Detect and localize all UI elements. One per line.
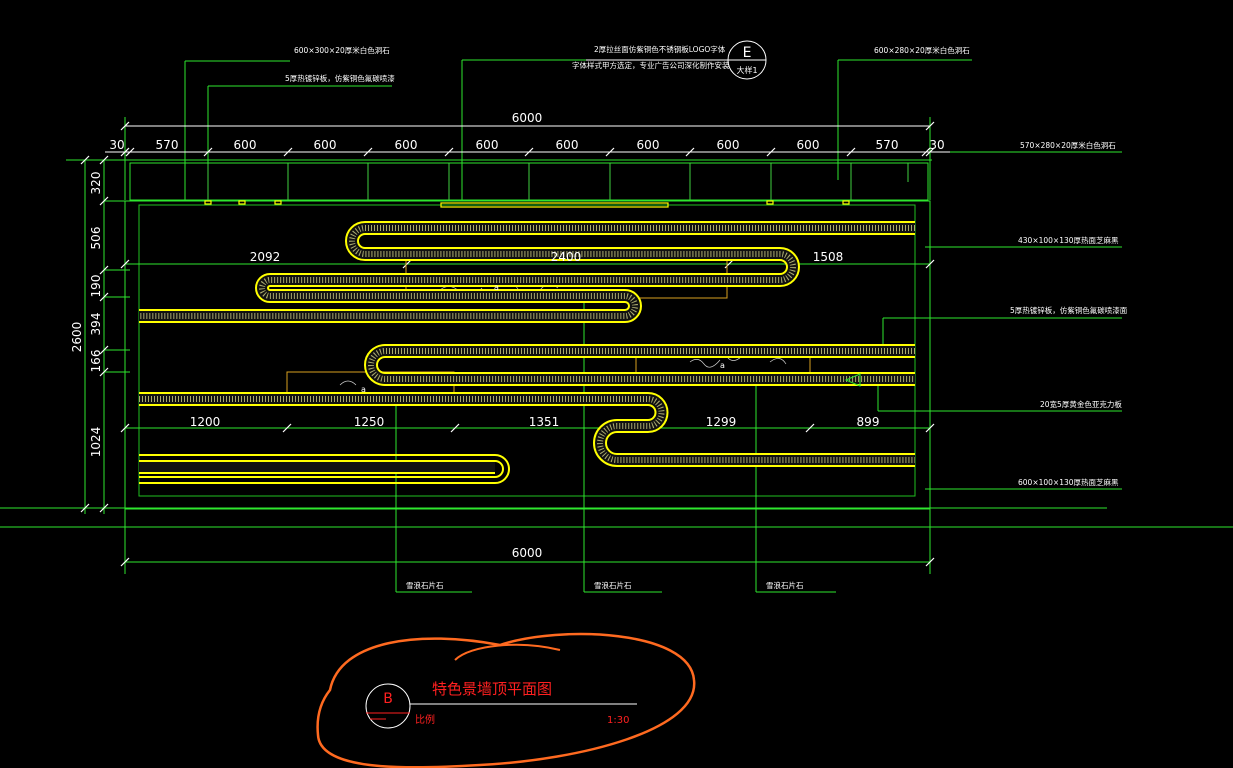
- dim-top-seg: 600: [314, 138, 337, 152]
- top-dimension-lines: [105, 125, 950, 153]
- label-logo-line1: 2厚拉丝面仿紫铜色不锈钢板LOGO字体: [594, 44, 726, 54]
- dim-top-seg: 30: [929, 138, 944, 152]
- dim-row2: 1250: [354, 415, 385, 429]
- label-r4: 20宽5厚黄金色亚克力板: [1040, 399, 1122, 409]
- label-r2: 430×100×130厚热面芝麻黑: [1018, 235, 1119, 245]
- dim-row2: 899: [857, 415, 880, 429]
- dim-top-seg: 600: [395, 138, 418, 152]
- dim-bottom-total: 6000: [512, 546, 543, 560]
- outline-geometry: [0, 59, 1233, 593]
- title-bubble: [365, 683, 411, 729]
- dim-top-seg: 570: [156, 138, 179, 152]
- label-r3: 5厚热镀锌板，仿紫铜色氟碳喷漆面: [1010, 305, 1128, 315]
- dim-top-total: 6000: [512, 111, 543, 125]
- stone-mark: a: [720, 361, 725, 370]
- label-left-stone: 600×300×20厚米白色洞石: [294, 45, 390, 55]
- ref-bubble-letter: E: [743, 45, 752, 61]
- drawing-title: 特色景墙顶平面图: [432, 680, 552, 698]
- acrylic-marker: [844, 373, 861, 387]
- dim-top-seg: 570: [876, 138, 899, 152]
- dim-row1: 2092: [250, 250, 281, 264]
- serpentine-bands: [139, 221, 915, 484]
- coping-joints: [207, 163, 909, 200]
- dim-row1: 2400: [551, 250, 582, 264]
- dim-left-seg: 506: [89, 227, 103, 250]
- dim-top-seg: 30: [109, 138, 124, 152]
- dim-left-seg: 320: [89, 172, 103, 195]
- label-b2: 雪浪石片石: [594, 580, 632, 590]
- scale-label: 比例: [415, 713, 435, 726]
- title-letter: B: [383, 691, 393, 707]
- title-block: B 特色景墙顶平面图 比例 1:30: [316, 632, 696, 768]
- dim-left-seg: 394: [89, 313, 103, 336]
- dim-row1: 1508: [813, 250, 844, 264]
- dim-row2: 1351: [529, 415, 560, 429]
- dim-top-seg: 600: [556, 138, 579, 152]
- logo-plate: [204, 200, 850, 208]
- label-r1: 570×280×20厚米白色洞石: [1020, 140, 1116, 150]
- dim-top-seg: 600: [717, 138, 740, 152]
- stone-mark: a: [494, 283, 499, 292]
- label-left-plate: 5厚热镀锌板，仿紫铜色氟碳喷漆: [285, 73, 395, 83]
- dim-top-seg: 600: [476, 138, 499, 152]
- dim-top-seg: 600: [234, 138, 257, 152]
- dim-row2: 1299: [706, 415, 737, 429]
- ref-bubble-sheet: 大样1: [736, 65, 757, 75]
- dim-left-total: 2600: [70, 322, 84, 353]
- label-logo-line2: 字体样式甲方选定，专业广告公司深化制作安装: [572, 60, 730, 70]
- dim-left-seg: 190: [89, 275, 103, 298]
- ref-bubble-e[interactable]: E 大样1: [727, 40, 767, 80]
- label-right-stone: 600×280×20厚米白色洞石: [874, 45, 970, 55]
- dim-top-seg: 600: [637, 138, 660, 152]
- label-r5: 600×100×130厚热面芝麻黑: [1018, 477, 1119, 487]
- dim-left-seg: 166: [89, 350, 103, 373]
- dim-top-seg: 600: [797, 138, 820, 152]
- scale-value: 1:30: [607, 715, 629, 726]
- stone-mark: a: [361, 385, 366, 394]
- dim-row2: 1200: [190, 415, 221, 429]
- label-b1: 雪浪石片石: [406, 580, 444, 590]
- dim-left-seg: 1024: [89, 427, 103, 458]
- label-b3: 雪浪石片石: [766, 580, 804, 590]
